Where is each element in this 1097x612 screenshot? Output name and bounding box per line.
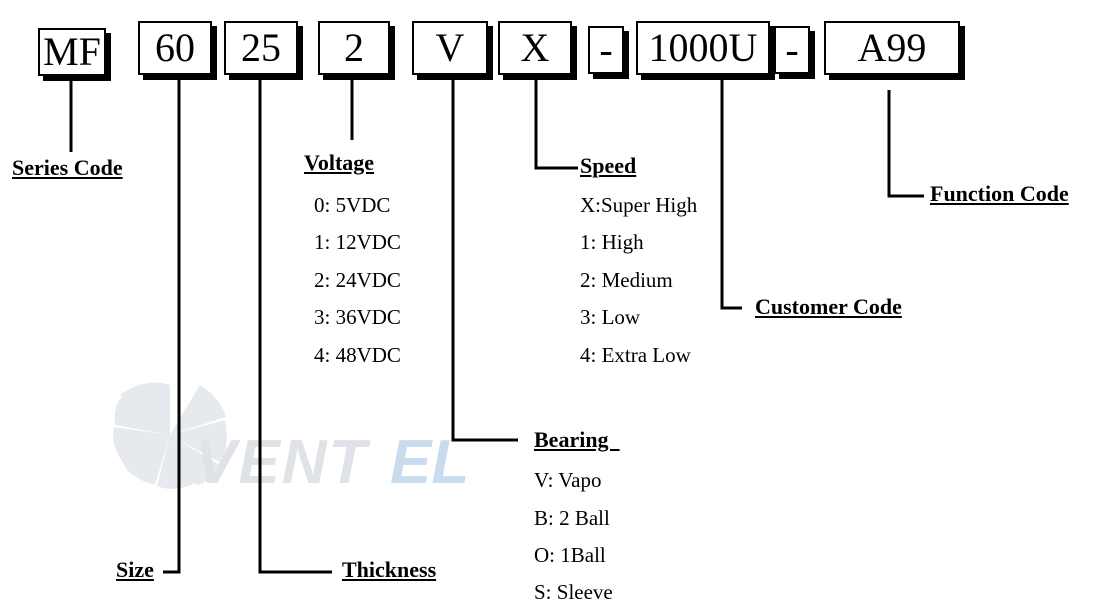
code-box-series: MF: [38, 28, 106, 76]
label-bearing: Bearing: [534, 427, 620, 452]
bearing-option: S: Sleeve: [534, 580, 613, 604]
label-size: Size: [116, 557, 154, 582]
code-box-voltage: 2: [318, 21, 390, 75]
label-series-code: Series Code: [12, 155, 123, 180]
connector-thickness: [258, 76, 332, 574]
bearing-option: B: 2 Ball: [534, 506, 610, 530]
connector-customer: [720, 76, 742, 310]
code-box-function: A99: [824, 21, 960, 75]
label-thickness: Thickness: [342, 557, 437, 582]
fan-logo-icon: VENT EL: [113, 382, 469, 497]
bearing-option: O: 1Ball: [534, 543, 606, 567]
code-box-thickness: 25: [224, 21, 298, 75]
speed-option: 1: High: [580, 230, 644, 254]
ventel-watermark: VENT EL: [100, 365, 500, 505]
connector-size: [163, 76, 181, 574]
voltage-option: 2: 24VDC: [314, 268, 401, 292]
voltage-option: 1: 12VDC: [314, 230, 401, 254]
speed-option: 3: Low: [580, 305, 641, 329]
voltage-option: 0: 5VDC: [314, 193, 391, 217]
voltage-option: 3: 36VDC: [314, 305, 401, 329]
label-speed: Speed: [580, 153, 637, 178]
label-voltage: Voltage: [304, 150, 375, 175]
connector-speed: [534, 76, 578, 170]
code-box-bearing: V: [412, 21, 488, 75]
connector-function: [887, 90, 924, 198]
label-customer-code: Customer Code: [755, 294, 902, 319]
code-box-dash-1: -: [588, 26, 624, 74]
speed-option: 4: Extra Low: [580, 343, 691, 367]
connector-bearing: [451, 76, 518, 442]
code-box-customer: 1000U: [636, 21, 770, 75]
code-box-size: 60: [138, 21, 212, 75]
speed-option: X:Super High: [580, 193, 698, 217]
bearing-option: V: Vapo: [534, 468, 602, 492]
svg-text:VENT: VENT: [195, 428, 371, 497]
code-box-dash-2: -: [774, 26, 810, 74]
speed-option: 2: Medium: [580, 268, 673, 292]
label-function-code: Function Code: [930, 181, 1069, 206]
voltage-option: 4: 48VDC: [314, 343, 401, 367]
code-box-speed: X: [498, 21, 572, 75]
